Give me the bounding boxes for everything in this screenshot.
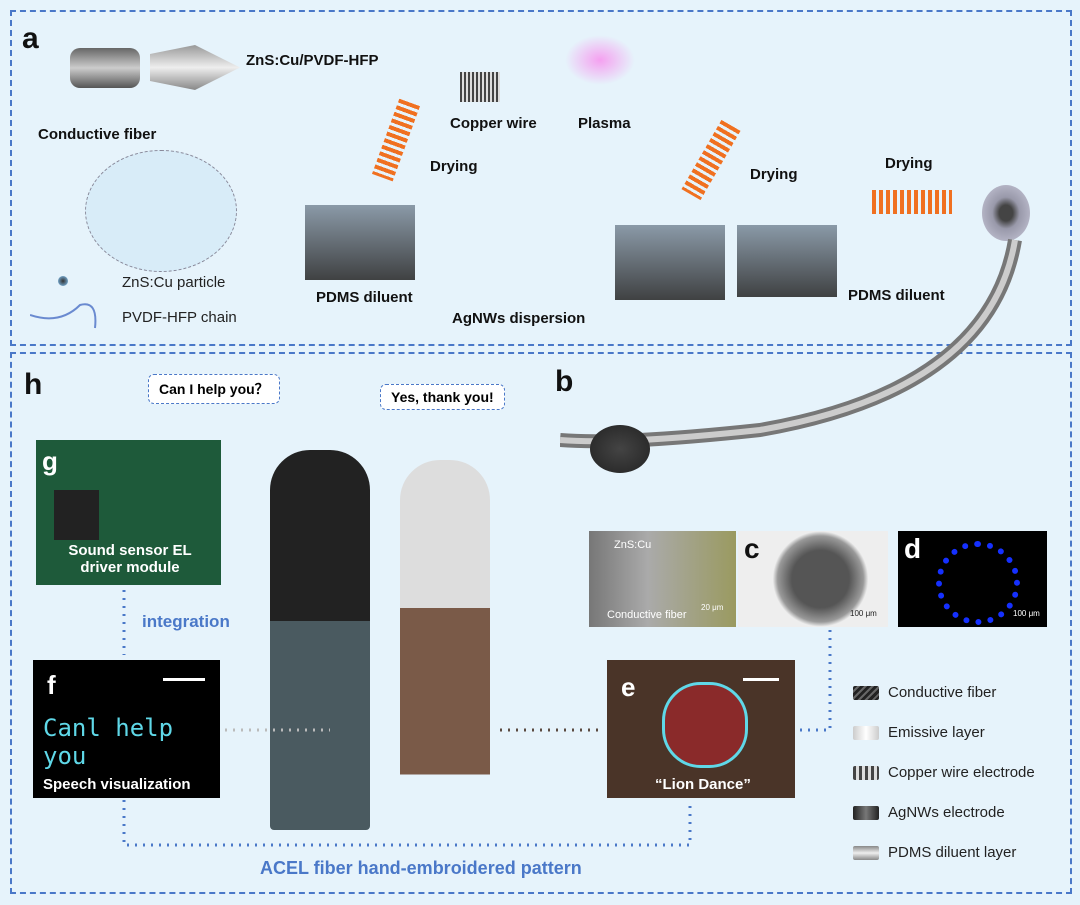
label-pdms-1: PDMS diluent xyxy=(316,289,413,306)
characters-illustration xyxy=(260,420,510,840)
panel-g-label: g xyxy=(42,446,58,476)
label-pdms-2: PDMS diluent xyxy=(848,287,945,304)
legend-item: PDMS diluent layer xyxy=(888,844,1017,861)
fluorescence-image-d: d 100 μm xyxy=(898,531,1047,627)
scale-bar xyxy=(743,678,779,681)
swatch-copper xyxy=(853,766,879,780)
output-spool xyxy=(982,185,1030,241)
agnws-bath xyxy=(615,225,725,300)
sem-image-fiber: ZnS:Cu Conductive fiber 20 μm xyxy=(589,531,736,627)
fiber-zoom-circle xyxy=(85,150,237,272)
swatch-conductive xyxy=(853,686,879,700)
legend-chain: PVDF-HFP chain xyxy=(122,309,237,326)
f-caption: Speech visualization xyxy=(43,776,191,793)
scale-20um: 20 μm xyxy=(701,603,724,612)
label-drying-3: Drying xyxy=(885,155,933,172)
label-drying-1: Drying xyxy=(430,158,478,175)
sem-image-c: c 100 μm xyxy=(738,531,888,627)
speech-bubble-2: Yes, thank you! xyxy=(380,384,505,410)
label-agnws: AgNWs dispersion xyxy=(452,310,586,327)
fiber-cross-section xyxy=(590,425,650,473)
label-sem-conductive-fiber: Conductive fiber xyxy=(607,609,687,621)
panel-c-label: c xyxy=(744,533,760,564)
e-caption: “Lion Dance” xyxy=(655,776,751,793)
speech-visual-f: f Canl help you Speech visualization xyxy=(33,660,220,798)
label-drying-2: Drying xyxy=(750,166,798,183)
drying-coil-3 xyxy=(872,190,952,214)
panel-h-label: h xyxy=(24,368,43,401)
copper-wire-spool xyxy=(460,72,500,102)
label-plasma: Plasma xyxy=(578,115,631,132)
chain-icon xyxy=(30,303,97,329)
label-copper-wire: Copper wire xyxy=(450,115,537,132)
handwriting-text: Canl help you xyxy=(43,714,174,770)
swatch-emissive xyxy=(853,726,879,740)
label-conductive-fiber: Conductive fiber xyxy=(38,126,157,143)
g-caption: Sound sensor EL driver module xyxy=(68,542,192,576)
swatch-pdms xyxy=(853,846,879,860)
embroidery-e: e “Lion Dance” xyxy=(607,660,795,798)
legend-item: AgNWs electrode xyxy=(888,804,1005,821)
legend-item: Emissive layer xyxy=(888,724,985,741)
battery xyxy=(54,490,99,540)
label-znscu-pvdf: ZnS:Cu/PVDF-HFP xyxy=(246,52,379,69)
fiber-spool xyxy=(70,48,140,88)
particle-icon xyxy=(58,276,68,286)
scale-bar xyxy=(163,678,205,681)
legend-item: Conductive fiber xyxy=(888,684,997,701)
swatch-agnws xyxy=(853,806,879,820)
speech-bubble-1: Can I help you？ xyxy=(148,374,280,404)
man-figure xyxy=(270,450,370,830)
scale-100um-c: 100 μm xyxy=(850,609,877,618)
panel-bh xyxy=(10,352,1072,894)
plasma-glow xyxy=(565,35,635,85)
pdms-bath-1 xyxy=(305,205,415,280)
circuit-board-g: g Sound sensor EL driver module xyxy=(36,440,221,585)
blue-ring xyxy=(936,541,1020,625)
integration-label: integration xyxy=(142,612,230,631)
panel-f-label: f xyxy=(47,670,56,700)
panel-a-label: a xyxy=(22,22,39,55)
pdms-bath-2 xyxy=(737,225,837,297)
legend-item: Copper wire electrode xyxy=(888,764,1035,781)
woman-figure xyxy=(400,460,490,830)
panel-a xyxy=(10,10,1072,346)
panel-e-label: e xyxy=(621,672,636,702)
panel-b-label: b xyxy=(555,365,574,398)
scale-100um-d: 100 μm xyxy=(1013,609,1040,618)
legend-particle: ZnS:Cu particle xyxy=(122,274,226,291)
lion-dance-pattern xyxy=(662,682,748,768)
bottom-caption: ACEL fiber hand-embroidered pattern xyxy=(260,858,582,878)
panel-d-label: d xyxy=(904,533,922,564)
label-znscu: ZnS:Cu xyxy=(614,539,652,551)
